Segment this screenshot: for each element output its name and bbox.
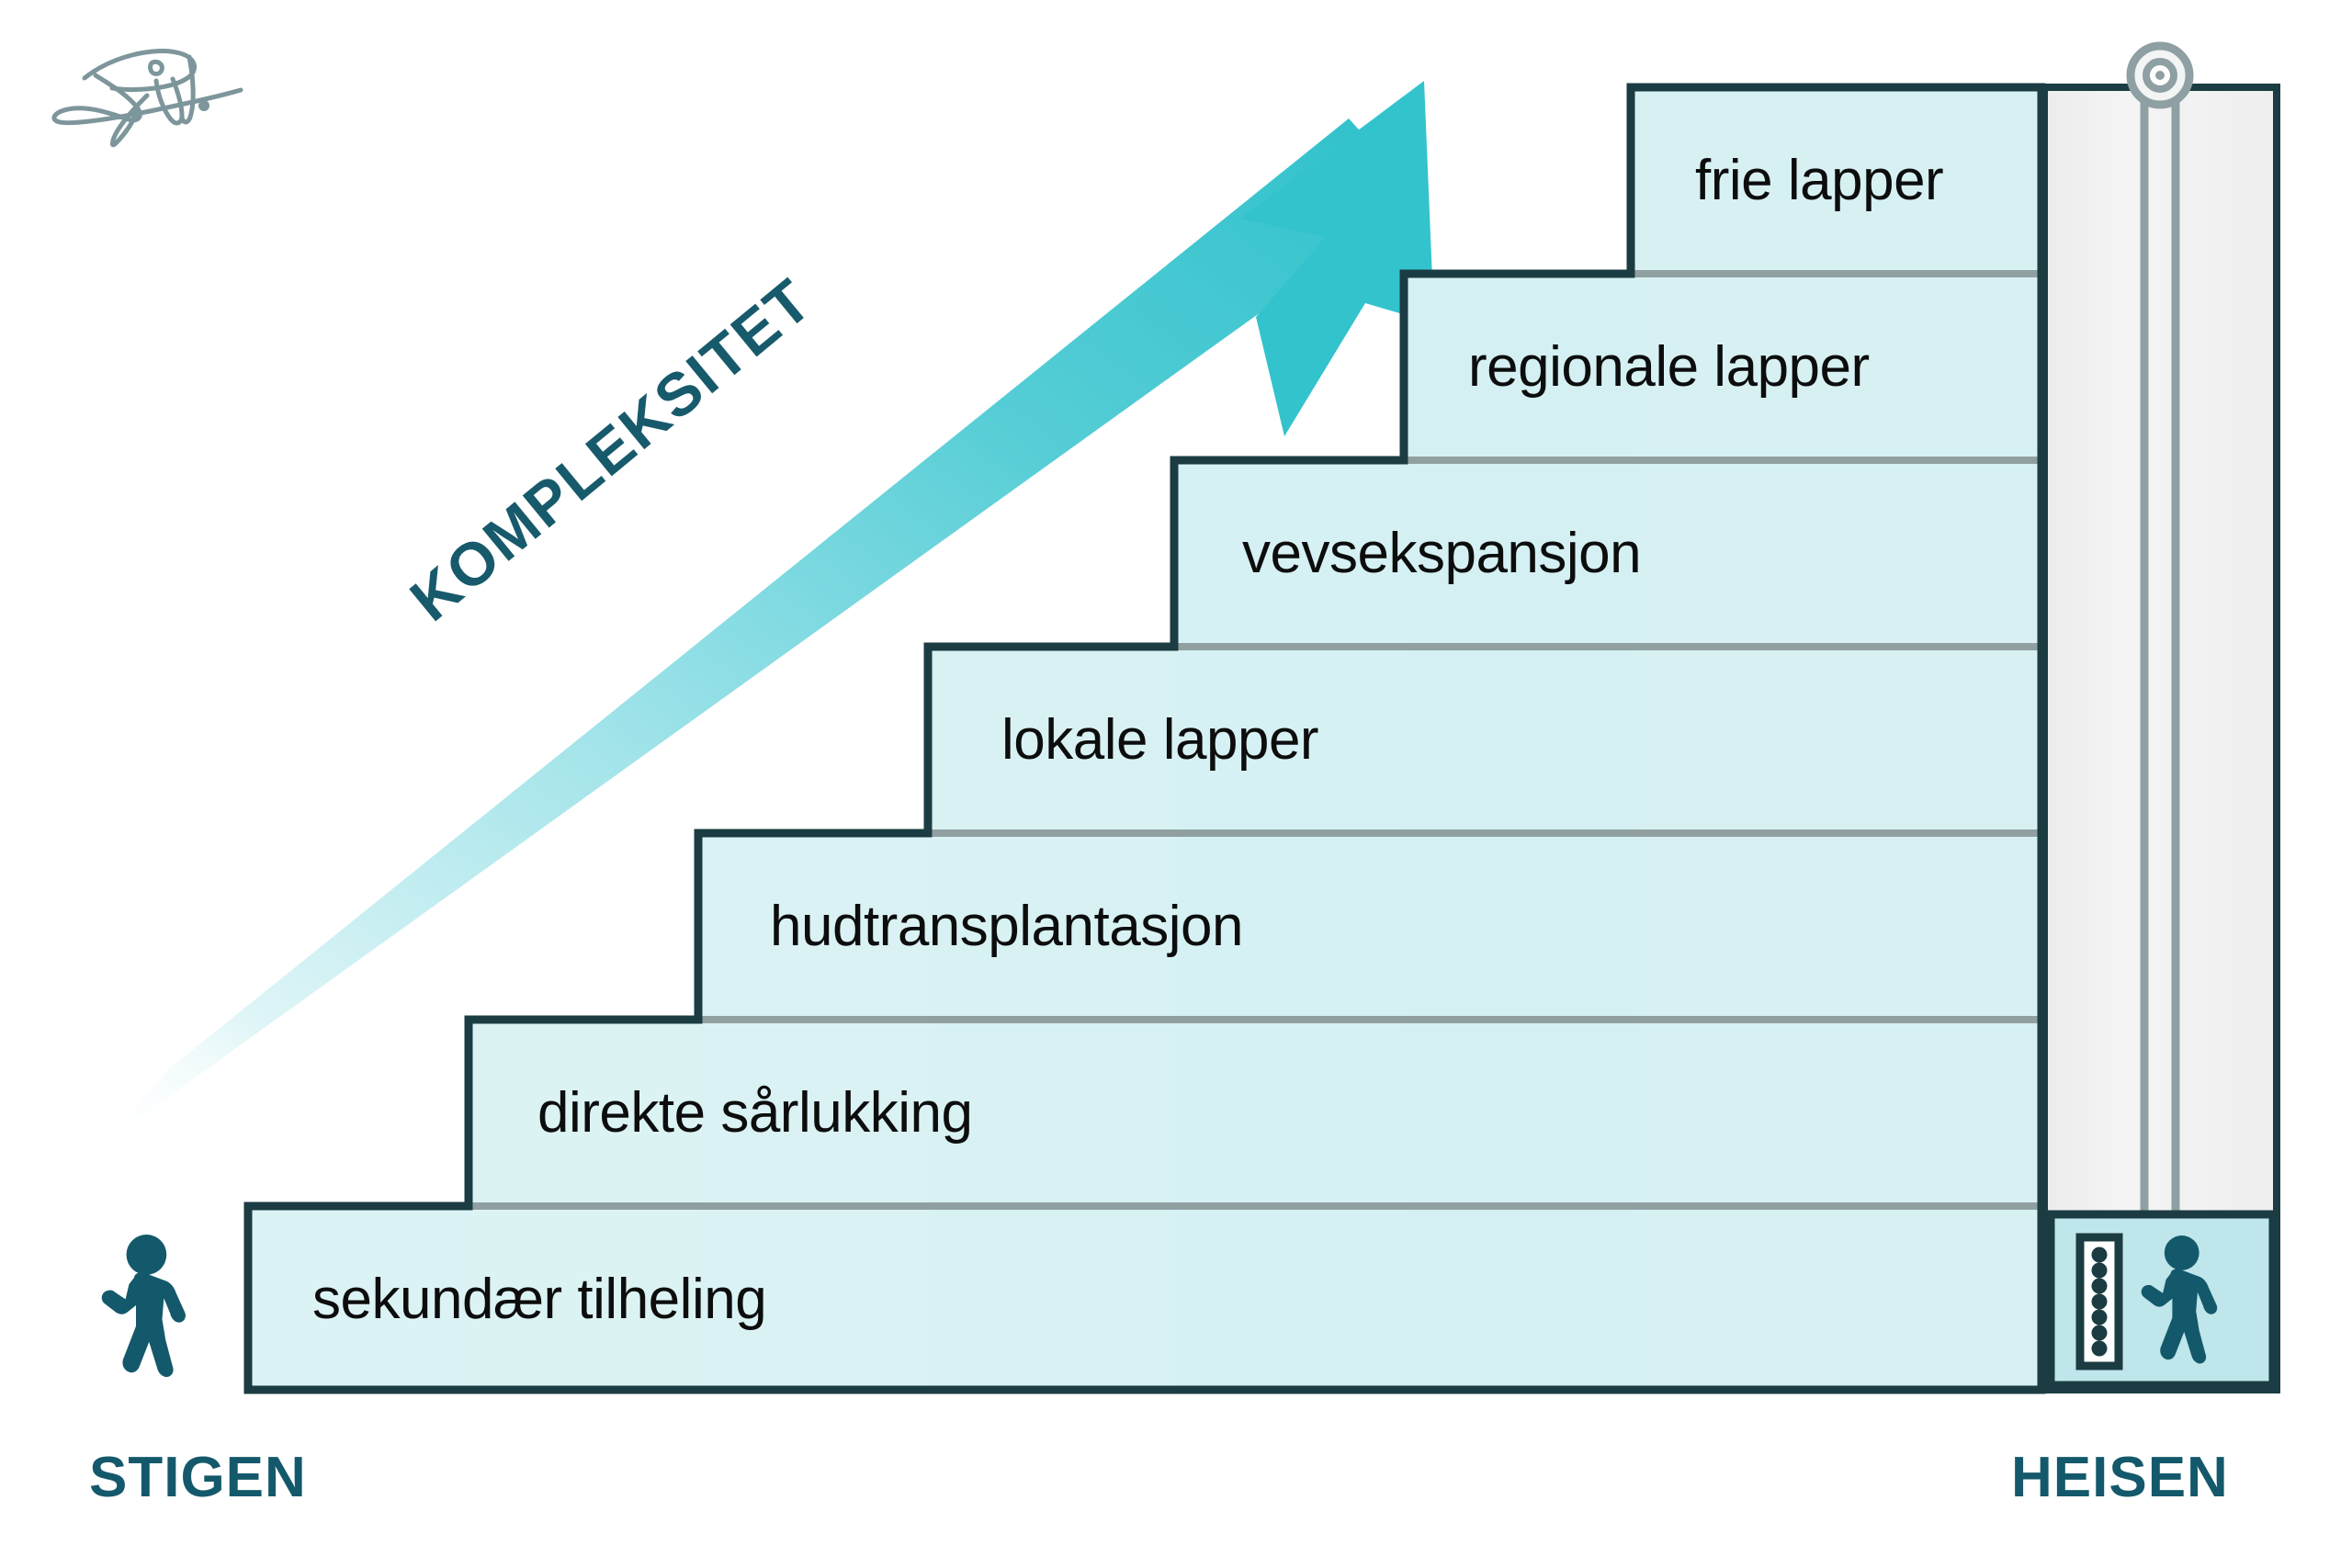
heisen-label: HEISEN: [2011, 1446, 2229, 1509]
step-label-5: vevsekspansjon: [1242, 522, 1642, 585]
step-label-3: hudtransplantasjon: [770, 895, 1243, 958]
step-label-7: frie lapper: [1695, 149, 1944, 212]
elevator-shaft: [2041, 84, 2280, 1393]
kompleksitet-arrow: [99, 81, 1434, 1146]
pulley-wheel-icon: [2126, 41, 2194, 109]
stair-blocks: [243, 83, 2046, 1394]
step-label-1: sekundær tilheling: [312, 1268, 767, 1331]
elevator-button-panel[interactable]: [2075, 1233, 2123, 1371]
step-label-6: regionale lapper: [1468, 335, 1870, 399]
walking-person-icon-stairs: [101, 1235, 186, 1378]
walking-person-icon-elevator: [2141, 1235, 2218, 1364]
signature-mark: [51, 49, 243, 148]
step-label-2: direkte sårlukking: [537, 1081, 973, 1145]
elevator-cables: [2140, 101, 2180, 1213]
stigen-label: STIGEN: [89, 1446, 307, 1509]
step-label-4: lokale lapper: [1001, 708, 1319, 772]
step-separators: [471, 270, 2041, 1210]
elevator-car: [2046, 1210, 2278, 1390]
